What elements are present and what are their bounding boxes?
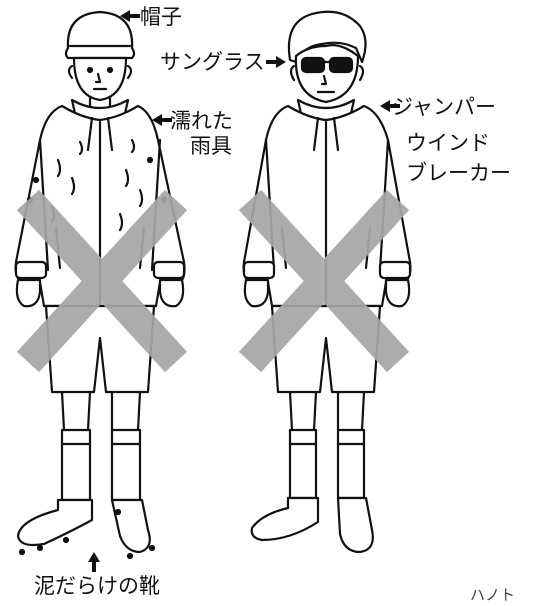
left-arrow-icon (152, 114, 172, 126)
right-head (294, 44, 360, 104)
left-muddy-shoe (16, 498, 94, 547)
prohibited-cross-icon (238, 189, 410, 373)
jumper-label: ジャンパー (392, 95, 496, 119)
up-arrow-icon (88, 552, 100, 572)
right-muddy-shoe (110, 498, 151, 554)
right-figure (242, 10, 412, 554)
hat-label: 帽子 (140, 5, 182, 29)
wet-rain-gear-label-line2: 雨具 (190, 134, 232, 158)
right-arrow-icon (266, 56, 286, 68)
wet-rain-gear-label-line1: 濡れた (170, 109, 233, 133)
sunglasses (300, 56, 354, 74)
left-arrow-icon (380, 100, 400, 112)
hair (287, 10, 367, 64)
muddy-shoes-label: 泥だらけの靴 (34, 574, 160, 598)
left-arrow-icon (120, 10, 140, 22)
hat (64, 10, 136, 60)
windbreaker-label-line2: ブレーカー (406, 161, 511, 185)
prohibited-cross-icon (16, 189, 188, 373)
sunglasses-label: サングラス (160, 50, 265, 74)
left-shoe (250, 496, 320, 542)
right-shoe (336, 496, 374, 554)
windbreaker-label-line1: ウインド (406, 131, 490, 155)
credit-signature: ハノト (470, 586, 516, 604)
